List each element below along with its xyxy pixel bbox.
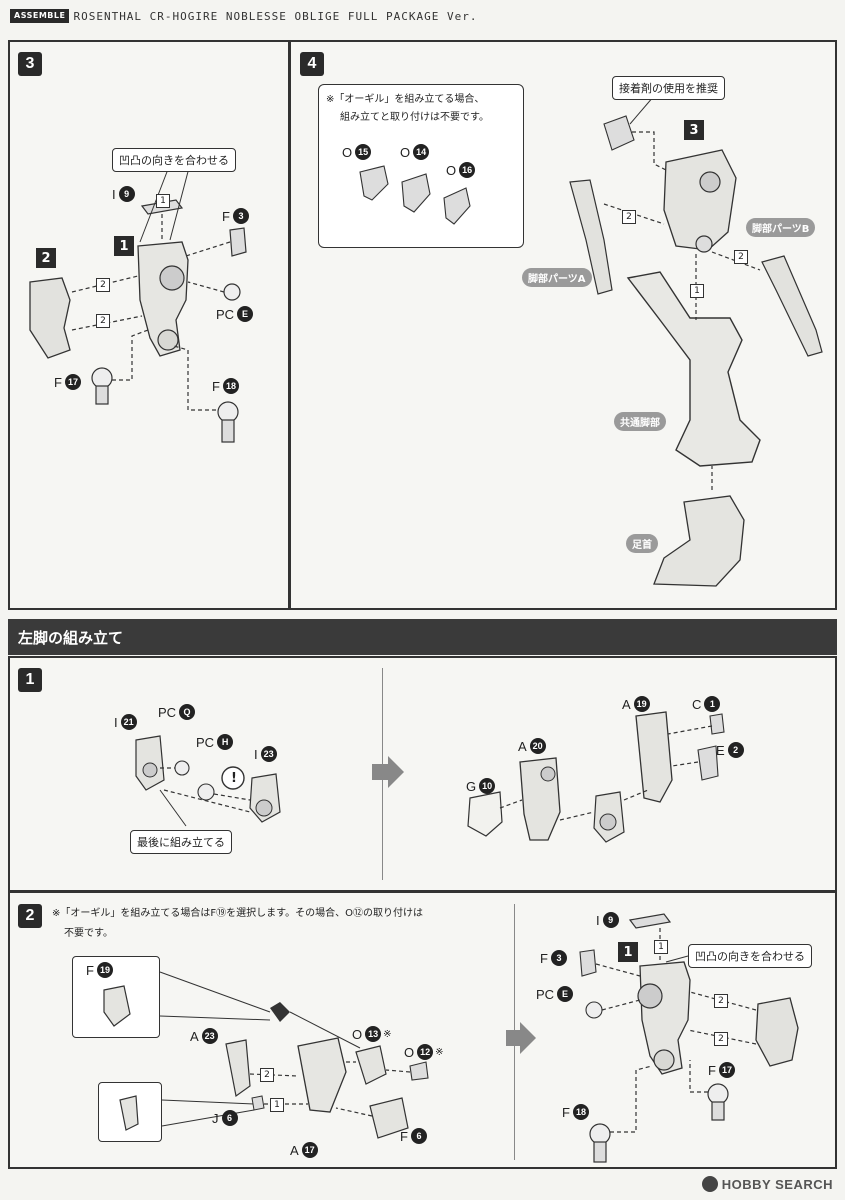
left-step-2-note-line-1: ※「オーギル」を組み立てる場合はF⑲を選択します。その場合、O⑫の取り付けは xyxy=(52,908,424,919)
step-4-note-line-1: ※「オーギル」を組み立てる場合、 xyxy=(326,94,485,105)
left-step-2-seq-2: 2 xyxy=(260,1068,274,1082)
step-4-tag-common-leg: 共通脚部 xyxy=(614,412,666,431)
hobby-search-watermark: HOBBY SEARCH xyxy=(701,1176,833,1192)
step-3-number: 3 xyxy=(18,52,42,76)
step-4-number: 4 xyxy=(300,52,324,76)
left-step-2-right-box-1: 1 xyxy=(618,942,638,962)
left-step-1-number: 1 xyxy=(18,668,42,692)
step-3-seq-2b: 2 xyxy=(96,314,110,328)
left-step-2-right-callout: 凹凸の向きを合わせる xyxy=(688,944,812,968)
step-4-seq-2a: 2 xyxy=(622,210,636,224)
hobby-search-logo-icon xyxy=(701,1176,718,1192)
left-step-1-warning-icon: ! xyxy=(231,770,237,786)
product-title: ROSENTHAL CR-HOGIRE NOBLESSE OBLIGE FULL… xyxy=(73,9,478,23)
step-3-box-2: 2 xyxy=(36,248,56,268)
left-step-2-right-seq-1: 1 xyxy=(654,940,668,954)
step-4-note-line-2: 組み立てと取り付けは不要です。 xyxy=(340,112,489,123)
left-step-2-seq-1: 1 xyxy=(270,1098,284,1112)
step-4-callout-glue: 接着剤の使用を推奨 xyxy=(612,76,725,100)
left-leg-section-title: 左脚の組み立て xyxy=(8,619,837,655)
step-4-box-3: 3 xyxy=(684,120,704,140)
left-step-2-number: 2 xyxy=(18,904,42,928)
step-3-box-1: 1 xyxy=(114,236,134,256)
step-4-note-box xyxy=(318,84,524,248)
assemble-badge: ASSEMBLE xyxy=(10,9,70,23)
step-4-tag-ankle: 足首 xyxy=(626,534,658,553)
left-step-2-right-seq-2b: 2 xyxy=(714,1032,728,1046)
page-header: ASSEMBLE ROSENTHAL CR-HOGIRE NOBLESSE OB… xyxy=(10,8,477,24)
step-3-seq-2a: 2 xyxy=(96,278,110,292)
step-3-callout-align: 凹凸の向きを合わせる xyxy=(112,148,236,172)
step-4-seq-2b: 2 xyxy=(734,250,748,264)
step-3-seq-1: 1 xyxy=(156,194,170,208)
left-step-1-callout-last: 最後に組み立てる xyxy=(130,830,232,854)
step-4-tag-leg-a: 脚部パーツA xyxy=(522,268,592,287)
step-4-tag-leg-b: 脚部パーツB xyxy=(746,218,816,237)
left-step-2-right-seq-2a: 2 xyxy=(714,994,728,1008)
left-step-2-note-line-2: 不要です。 xyxy=(64,928,113,939)
step-4-seq-1: 1 xyxy=(690,284,704,298)
